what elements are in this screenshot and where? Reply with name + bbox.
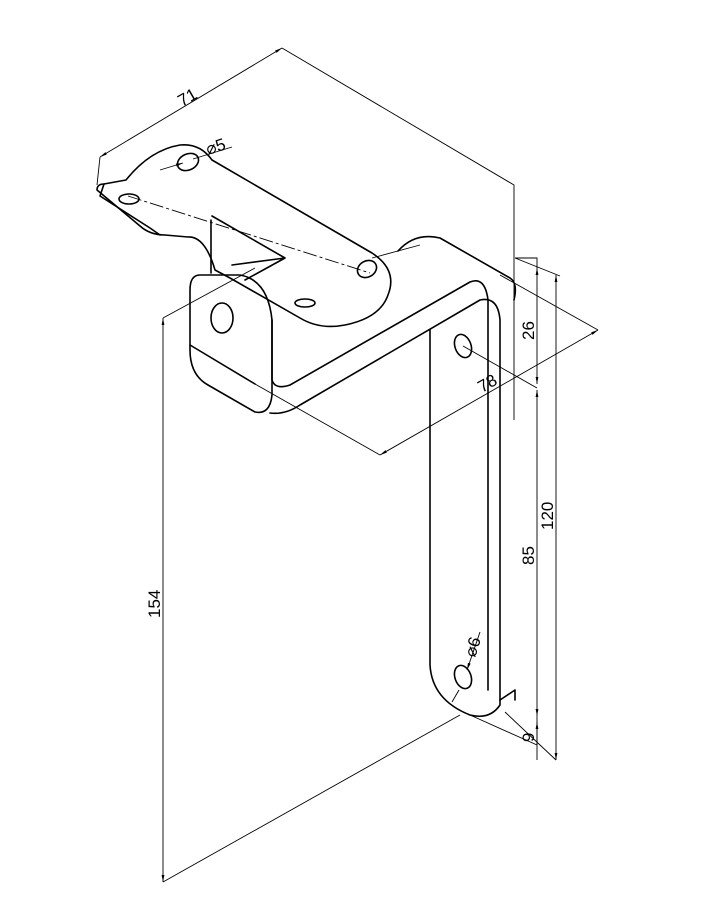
dim-hole-6: ⌀6 (461, 635, 485, 660)
dimension-lines (96, 47, 599, 883)
dim-71: 71 (175, 85, 201, 111)
dim-120: 120 (538, 502, 557, 530)
dimension-labels: 71 ⌀5 26 78 120 85 154 ⌀6 9 (145, 85, 557, 742)
dim-26: 26 (519, 321, 538, 340)
dim-154: 154 (145, 590, 164, 618)
dim-85: 85 (519, 546, 538, 565)
dim-hole-5: ⌀5 (203, 135, 228, 159)
dim-78: 78 (475, 371, 501, 397)
top-hinge-leaf (96, 143, 392, 328)
dim-9: 9 (519, 733, 538, 742)
